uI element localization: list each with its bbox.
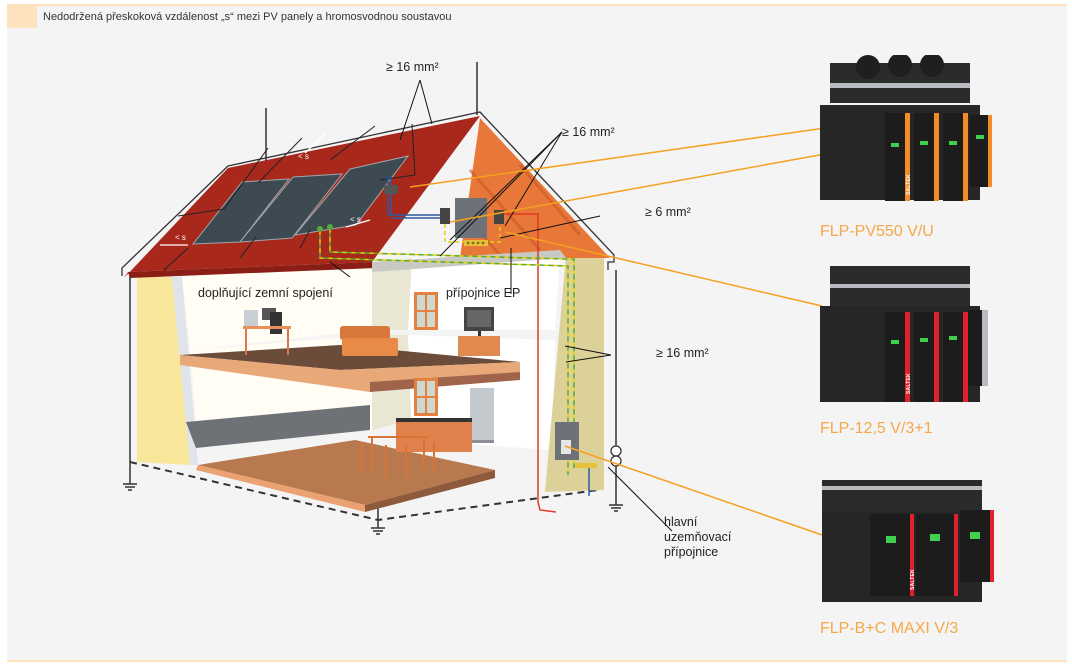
product-name: FLP-12,5 V/3+1	[820, 420, 933, 437]
spd-box-icon	[494, 210, 504, 224]
dc-cabling	[387, 176, 440, 219]
ground-electrode-icon	[123, 272, 137, 491]
dining-table-icon	[361, 436, 435, 478]
interior-upper	[182, 262, 372, 350]
label-roof-conductor: ≥ 16 mm²	[386, 60, 439, 74]
label-main-earthing-busbar: hlavní uzemňovací přípojnice	[664, 515, 732, 559]
brand-label: SALTEK	[906, 174, 912, 195]
junction-box-icon	[384, 185, 398, 194]
lower-floor	[196, 440, 495, 512]
pv-panel	[293, 155, 410, 236]
separation-mark: < s	[298, 152, 309, 161]
label-extra-earthing: doplňující zemní spojení	[198, 286, 333, 300]
window-icon	[414, 378, 438, 416]
spd-device-image	[820, 53, 992, 201]
product-fl-pv550: SALTEK FLP-PV550 V/U	[810, 53, 1010, 245]
label-ep-busbar: přípojnice EP	[446, 286, 521, 300]
desk-icon	[243, 308, 291, 355]
label-wall-conductor: ≥ 16 mm²	[656, 346, 709, 360]
pv-panel	[191, 178, 291, 245]
label-attic-conductor: ≥ 16 mm²	[562, 125, 615, 139]
product-flp-12-5: SALTEK FLP-12,5 V/3+1	[810, 262, 1010, 442]
fridge-icon	[470, 388, 494, 443]
spd-device-image	[822, 480, 994, 602]
separation-arrows	[160, 133, 371, 246]
inverter-icon	[455, 198, 487, 238]
left-wall	[137, 277, 190, 465]
product-flp-bc-maxi: SALTEK FLP-B+C MAXI V/3	[810, 472, 1010, 642]
product-name: FLP-PV550 V/U	[820, 223, 934, 240]
pv-panel	[238, 173, 344, 243]
roof-down-conductors	[163, 123, 416, 271]
window-icon	[414, 292, 438, 330]
label-ep-conductor: ≥ 6 mm²	[645, 205, 691, 219]
separation-mark: < s	[350, 215, 361, 224]
ep-busbar-icon	[464, 240, 488, 246]
spd-box-icon	[440, 208, 450, 224]
main-earthing-busbar-icon	[575, 463, 597, 468]
brand-label: SALTEK	[906, 373, 912, 394]
spd-device-image	[820, 266, 988, 402]
separation-mark: < s	[175, 233, 186, 242]
product-name: FLP-B+C MAXI V/3	[820, 620, 959, 637]
tv-icon	[458, 307, 500, 356]
figure-title: Nedodržená přeskoková vzdálenost „s“ mez…	[43, 11, 452, 23]
header-accent	[7, 6, 37, 28]
brand-label: SALTEK	[910, 569, 916, 590]
sofa-icon	[340, 326, 398, 356]
test-joint-icon	[610, 445, 622, 467]
